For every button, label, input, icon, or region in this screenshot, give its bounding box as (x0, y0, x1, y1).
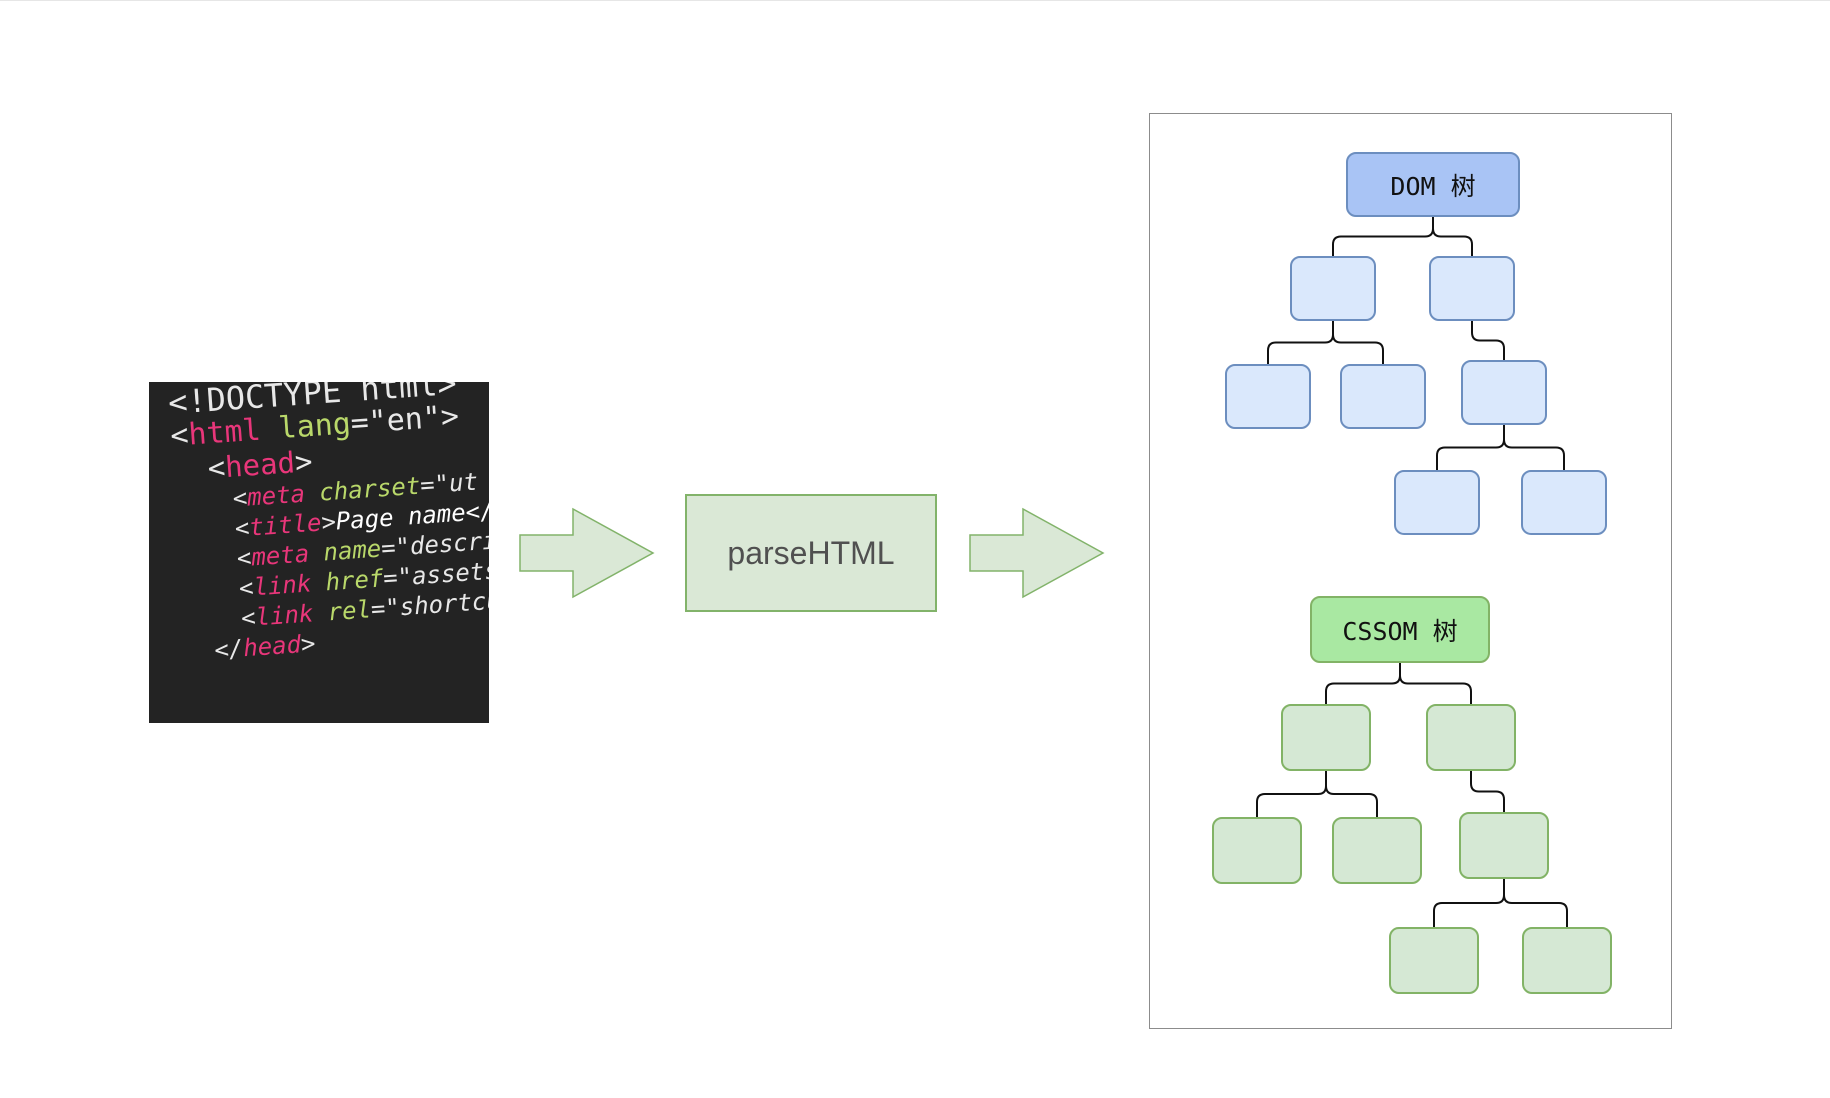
top-divider (0, 0, 1830, 1)
tree-edge (1470, 770, 1505, 813)
tree-root-node (1346, 152, 1520, 217)
parse-html-label: parseHTML (727, 534, 895, 571)
tree-root-node (1310, 596, 1490, 663)
parse-html-step: parseHTML (685, 494, 937, 612)
tree-node (1212, 817, 1302, 884)
tree-node (1461, 360, 1547, 425)
dom-tree (1225, 152, 1607, 535)
tree-edge (1399, 662, 1472, 705)
tree-node (1522, 927, 1612, 994)
tree-edge (1503, 424, 1565, 471)
tree-edge (1325, 770, 1378, 818)
html-source-code-image: <!DOCTYPE html><html lang="en"> <head> <… (149, 382, 489, 723)
tree-edge (1325, 662, 1401, 705)
tree-node (1281, 704, 1371, 771)
arrow-icon (969, 507, 1105, 599)
tree-edge (1432, 216, 1473, 257)
arrow-icon (519, 507, 655, 599)
tree-node (1429, 256, 1515, 321)
tree-node (1394, 470, 1480, 535)
tree-edge (1332, 216, 1434, 257)
tree-edge (1256, 770, 1327, 818)
tree-edge (1436, 424, 1505, 471)
tree-node (1521, 470, 1607, 535)
tree-node (1225, 364, 1311, 429)
tree-edge (1471, 320, 1505, 361)
cssom-tree (1212, 596, 1612, 994)
tree-node (1332, 817, 1422, 884)
tree-node (1426, 704, 1516, 771)
tree-edge (1267, 320, 1334, 365)
tree-node (1389, 927, 1479, 994)
tree-node (1340, 364, 1426, 429)
tree-node (1290, 256, 1376, 321)
tree-edge (1503, 878, 1568, 928)
tree-edge (1433, 878, 1505, 928)
tree-node (1459, 812, 1549, 879)
tree-edge (1332, 320, 1384, 365)
